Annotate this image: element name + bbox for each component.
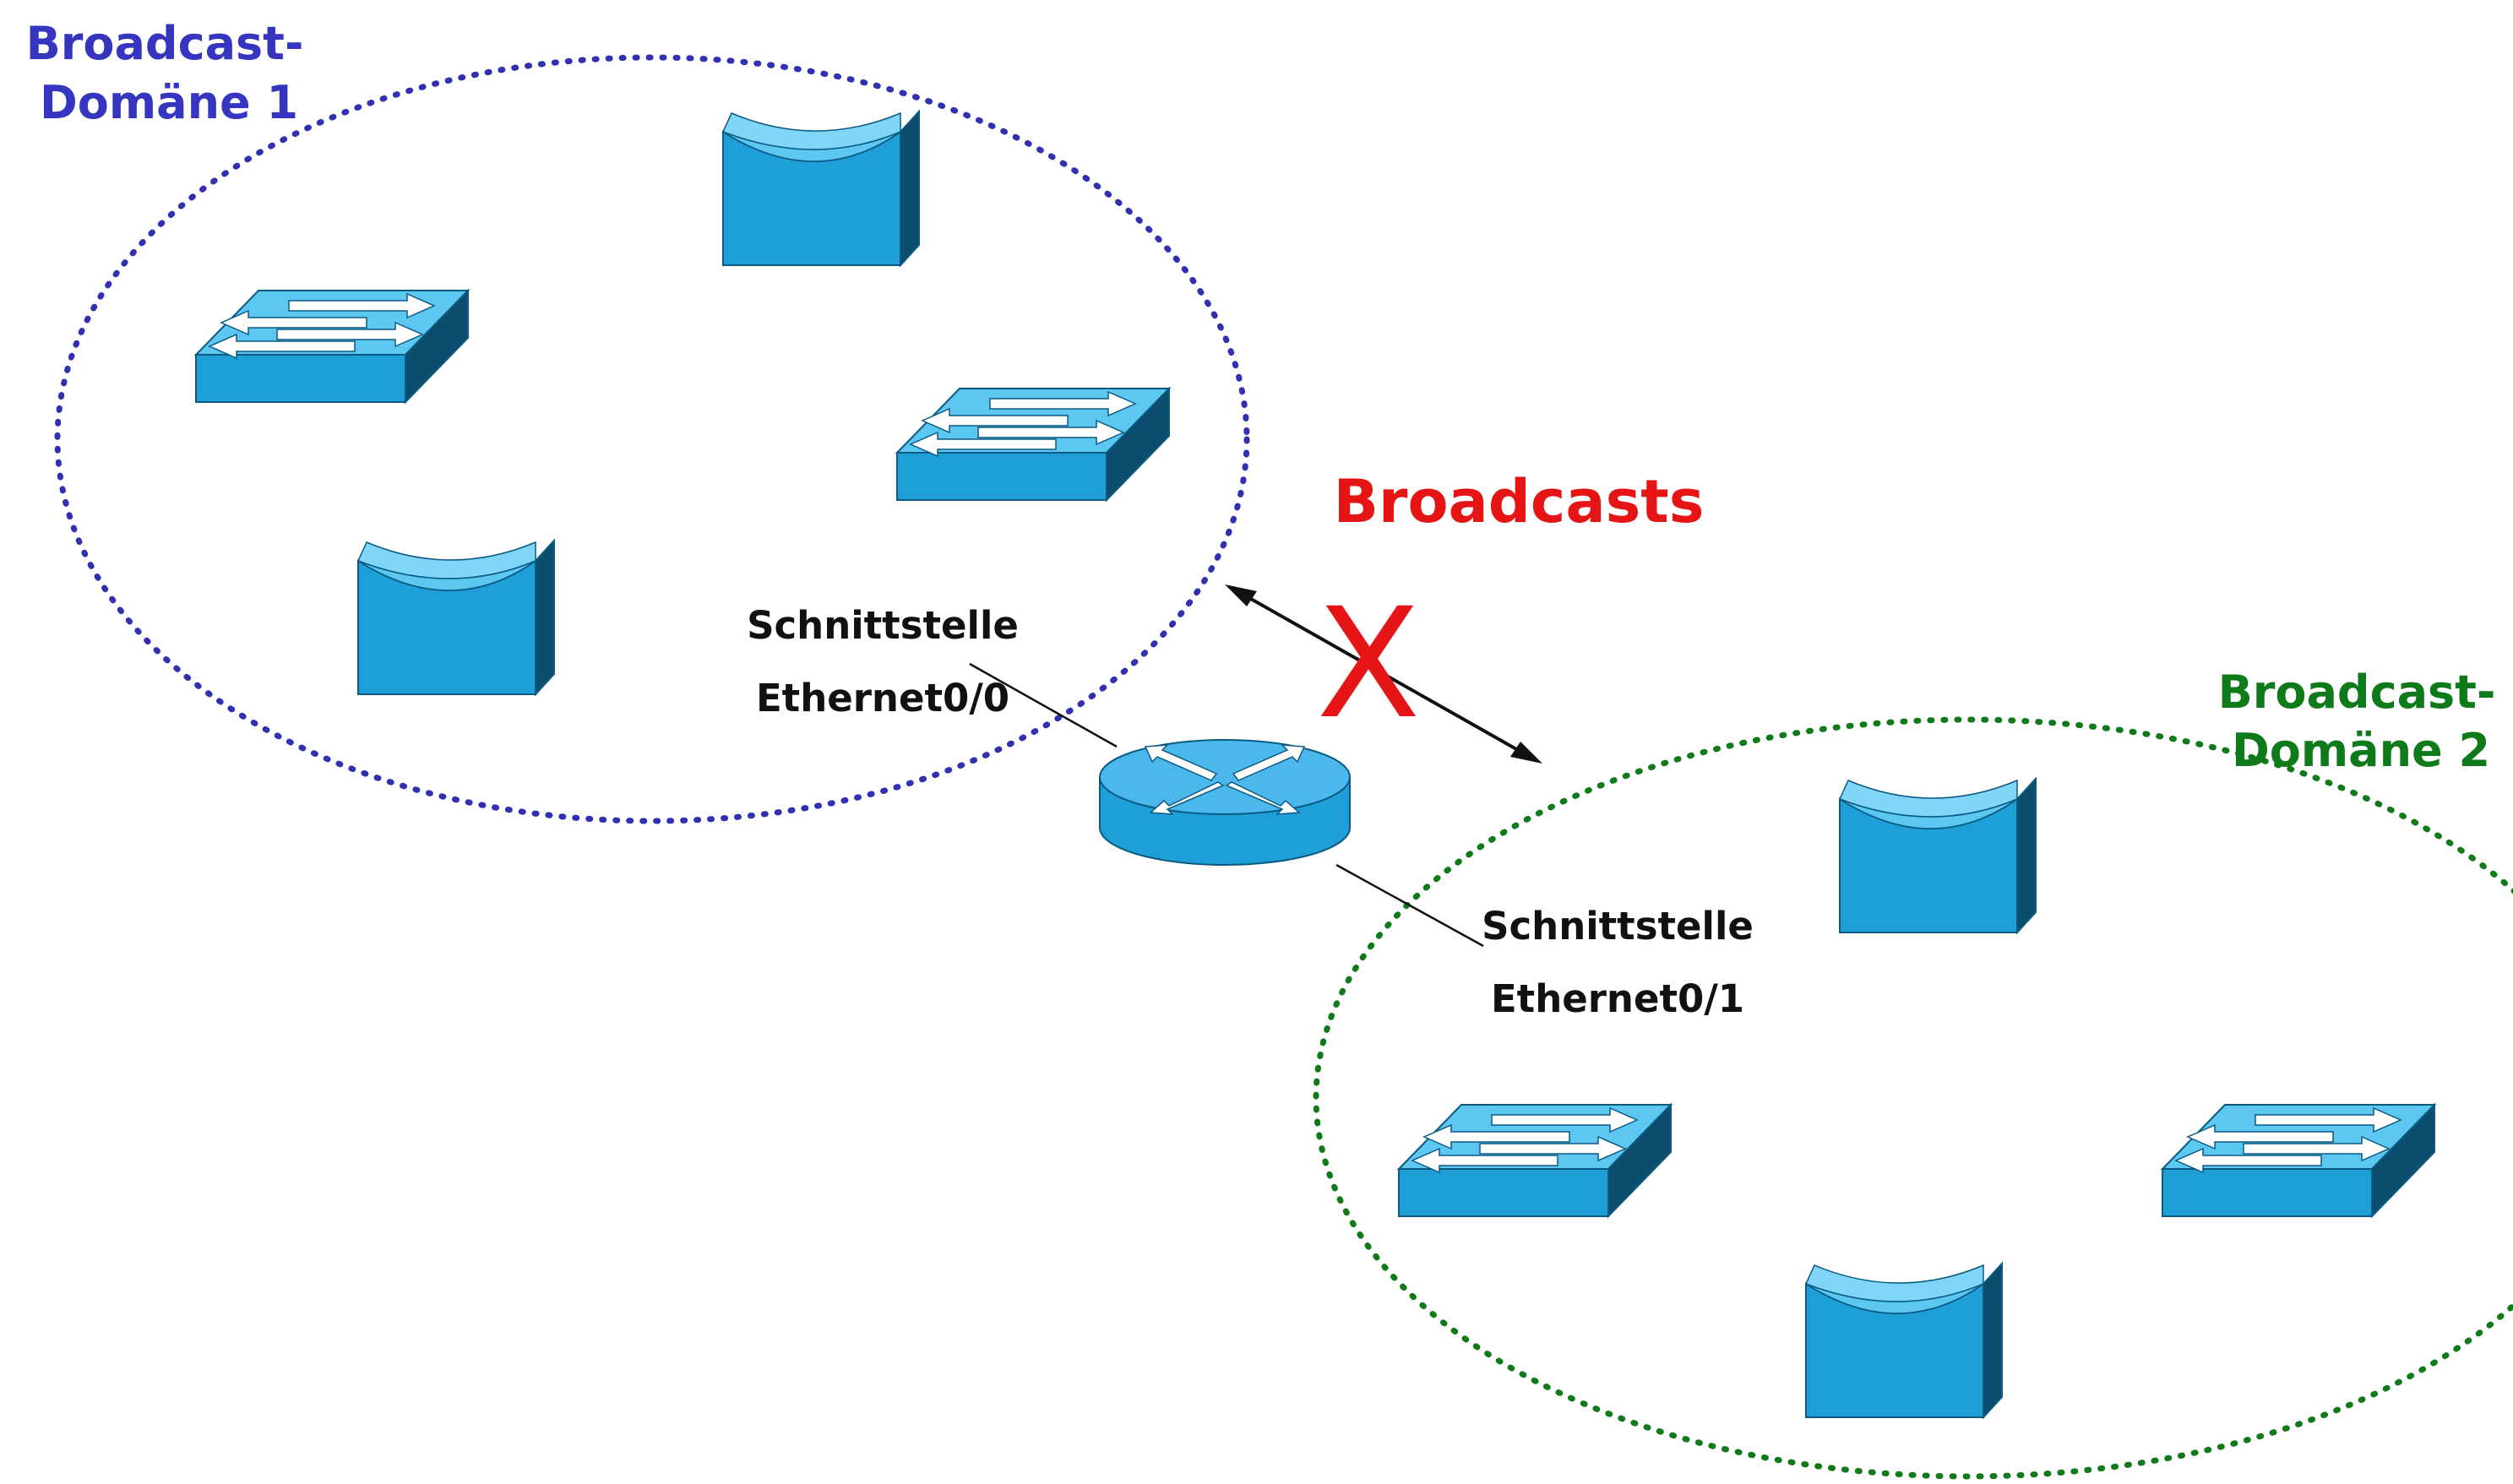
interface-leader-line [969,662,1118,748]
domain-2-title-line1: Broadcast- [2218,666,2496,719]
interface-label-1-line1: Schnittstelle [747,603,1019,648]
domain-1-title-line1: Broadcast- [26,17,304,70]
switch-icon [2162,1104,2435,1217]
interface-leader-line [1335,863,1484,948]
hub-icon [357,540,555,695]
broadcast-domain-1-boundary [54,54,1250,824]
switch-icon [896,388,1170,501]
interface-label-1-line2: Ethernet0/0 [756,676,1009,720]
hub-icon [1839,778,2037,933]
interface-label-2-line2: Ethernet0/1 [1491,976,1744,1021]
domain-2-title-line2: Domäne 2 [2232,724,2490,777]
broadcast-domain-2-boundary [1313,716,2513,1480]
hub-icon [1805,1263,2003,1418]
broadcasts-label: Broadcasts [1334,467,1705,536]
hub-icon [722,111,920,266]
switch-icon [1398,1104,1672,1217]
router-icon [1099,739,1351,866]
domain-1-title-line2: Domäne 1 [40,76,298,129]
switch-icon [195,290,469,403]
blocked-x-mark: X [1316,576,1420,753]
broadcast-blocked-arrow [1225,584,1542,764]
interface-label-2-line1: Schnittstelle [1482,904,1754,949]
